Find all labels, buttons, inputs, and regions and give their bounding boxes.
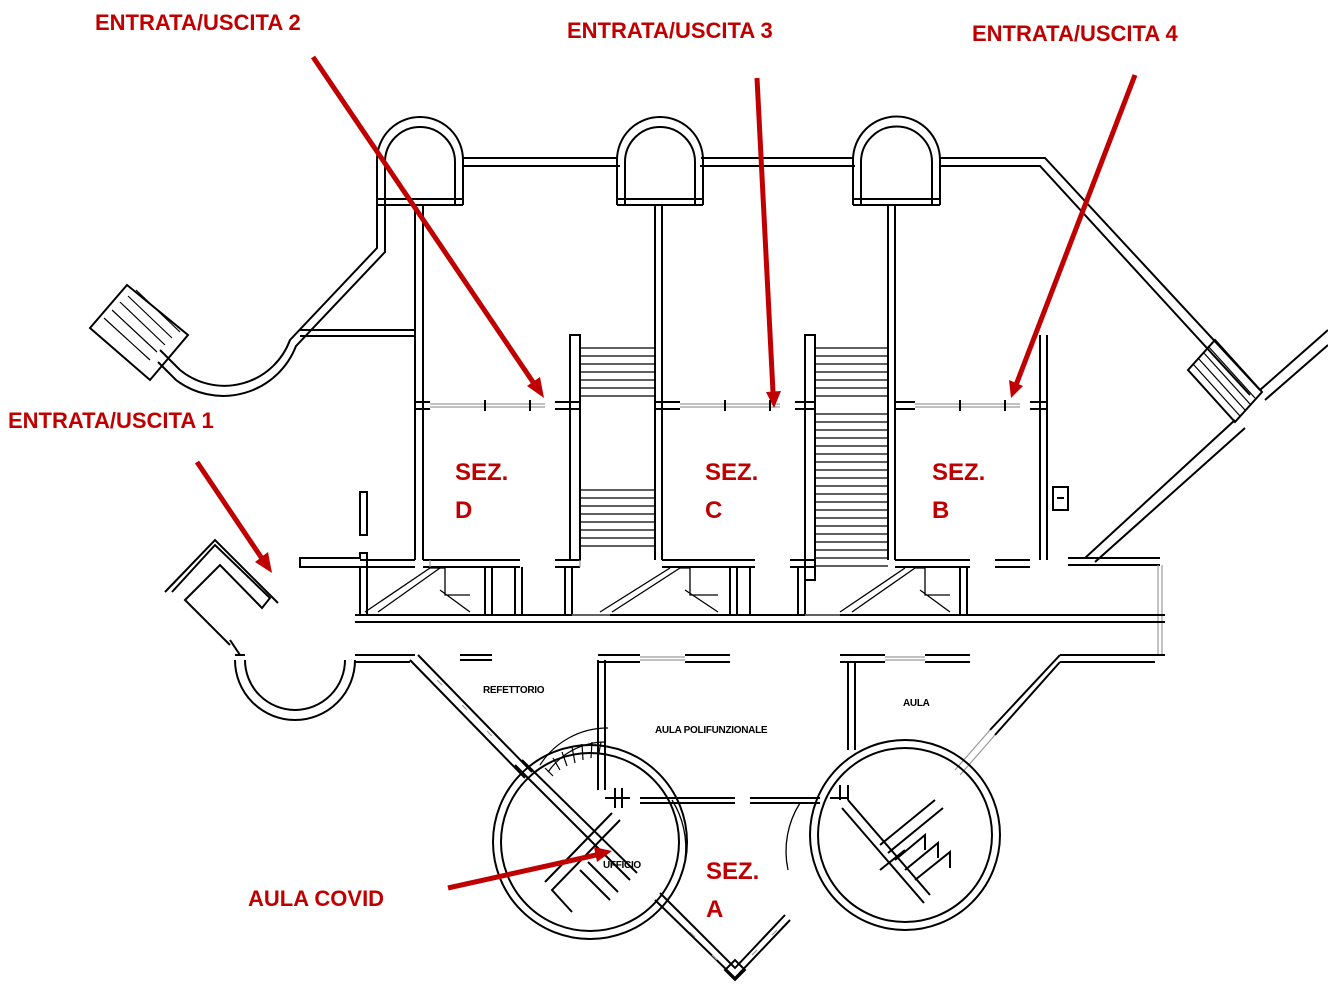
section-walls xyxy=(414,205,1069,560)
central-rooms xyxy=(597,654,970,871)
section-c-label: SEZ. C xyxy=(705,454,758,530)
entrance-3-label: ENTRATA/USCITA 3 xyxy=(567,18,773,43)
west-circle-room xyxy=(492,727,688,940)
section-a-letter: A xyxy=(706,896,724,923)
east-walls xyxy=(954,329,1328,776)
entrance-4-label: ENTRATA/USCITA 4 xyxy=(972,21,1178,46)
arrow-aula-covid xyxy=(447,852,597,891)
stair-dc xyxy=(569,334,655,561)
section-d-letter: D xyxy=(455,497,473,524)
west-wall xyxy=(157,205,415,397)
east-circle-room xyxy=(809,739,1001,931)
section-c-prefix: SEZ. xyxy=(705,459,759,486)
room-aula-polifunzionale-label: AULA POLIFUNZIONALE xyxy=(655,725,768,736)
annotation-arrows xyxy=(194,55,1138,891)
arrow-entrance-1 xyxy=(194,460,266,562)
room-aula-label: AULA xyxy=(903,698,930,709)
section-d-label: SEZ. D xyxy=(455,454,508,530)
west-stair xyxy=(88,283,190,382)
mid-wall xyxy=(415,400,1047,411)
entrance-1-label: ENTRATA/USCITA 1 xyxy=(8,408,214,433)
service-row xyxy=(355,559,1165,623)
arrow-entrance-2 xyxy=(310,55,538,387)
section-b-label: SEZ. B xyxy=(932,454,985,530)
section-a-label: SEZ. A xyxy=(706,853,759,929)
arrow-entrance-4 xyxy=(1013,74,1138,386)
stair-cb xyxy=(804,334,888,581)
section-c-letter: C xyxy=(705,497,723,524)
bay-c xyxy=(616,116,704,206)
section-d-prefix: SEZ. xyxy=(455,459,509,486)
bay-d xyxy=(376,116,464,206)
section-a-prefix: SEZ. xyxy=(706,858,760,885)
refettorio-wall xyxy=(409,654,533,779)
room-refettorio-label: REFETTORIO xyxy=(483,685,545,696)
section-b-letter: B xyxy=(932,497,950,524)
entrance-2-label: ENTRATA/USCITA 2 xyxy=(95,10,301,35)
bay-b xyxy=(852,115,941,206)
room-ufficio-label: UFFICIO xyxy=(603,860,641,871)
sez-a-wedge xyxy=(654,892,791,982)
aula-covid-callout: AULA COVID xyxy=(248,886,385,911)
arrow-entrance-3 xyxy=(754,77,776,393)
north-wall xyxy=(463,157,1261,396)
section-b-prefix: SEZ. xyxy=(932,459,986,486)
west-entrance xyxy=(164,491,492,721)
